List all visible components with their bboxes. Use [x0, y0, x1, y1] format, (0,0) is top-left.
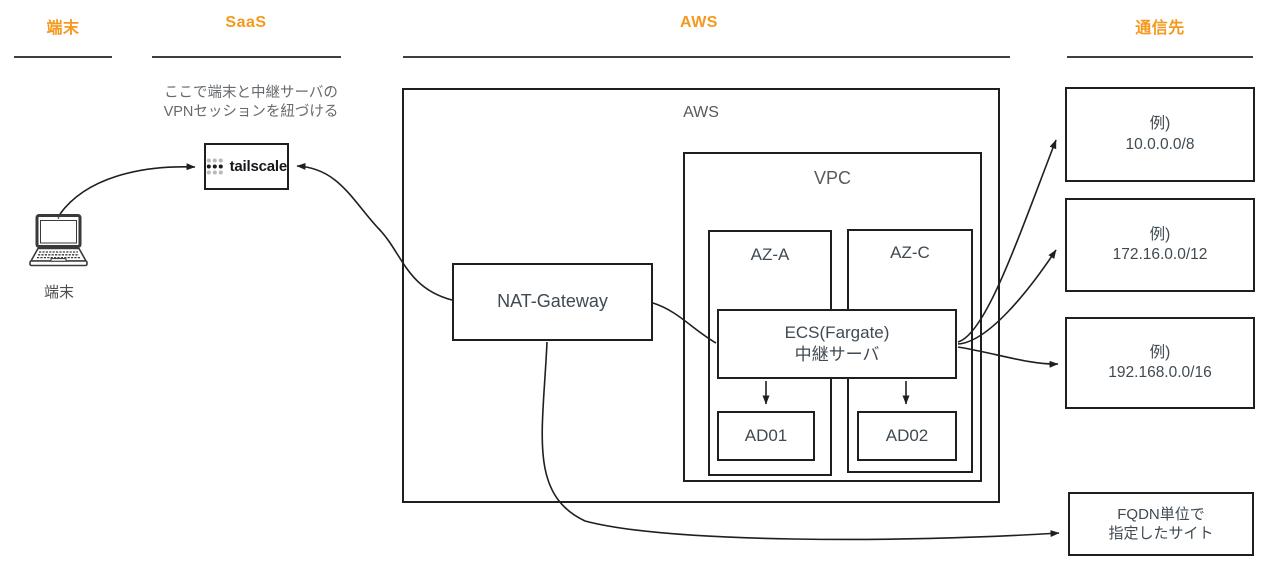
- vpc-frame-label: VPC: [813, 168, 851, 188]
- fqdn-line2: 指定したサイト: [1108, 525, 1214, 542]
- dest1-line2: 10.0.0.0/8: [1125, 135, 1195, 153]
- destination-underline: [1067, 56, 1253, 58]
- note-line-1: ここで端末と中継サーバの: [164, 85, 338, 101]
- dest3-line1: 例): [1149, 343, 1171, 361]
- terminal-underline: [14, 56, 112, 58]
- az-a-label: AZ-A: [750, 245, 790, 264]
- ecs-label-line1: ECS(Fargate): [784, 322, 890, 342]
- fqdn-line1: FQDN単位で: [1117, 505, 1205, 523]
- tailscale-wordmark: tailscale: [229, 158, 288, 175]
- dest2-line2: 172.16.0.0/12: [1112, 246, 1208, 263]
- nat-gateway-label: NAT-Gateway: [497, 291, 608, 312]
- destination-box-192: 例) 192.168.0.0/16: [1065, 317, 1255, 409]
- aws-frame-label: AWS: [683, 104, 719, 121]
- ecs-fargate-node: ECS(Fargate) 中継サーバ: [717, 309, 957, 379]
- nat-gateway-node: NAT-Gateway: [452, 263, 653, 341]
- column-header-destination: 通信先: [1135, 20, 1185, 37]
- saas-underline: [152, 56, 341, 58]
- aws-underline: [403, 56, 1010, 58]
- ad01-node: AD01: [717, 411, 815, 461]
- destination-box-172: 例) 172.16.0.0/12: [1065, 198, 1255, 292]
- note-line-2: VPNセッションを紐づける: [163, 103, 339, 120]
- laptop-icon: [29, 214, 88, 267]
- az-c-label: AZ-C: [890, 243, 930, 262]
- dest3-line2: 192.168.0.0/16: [1108, 364, 1212, 381]
- vpn-session-note: ここで端末と中継サーバの VPNセッションを紐づける: [135, 84, 367, 121]
- fqdn-site-box: FQDN単位で 指定したサイト: [1068, 492, 1254, 556]
- terminal-device-label: 端末: [43, 284, 74, 301]
- ad02-node: AD02: [857, 411, 957, 461]
- tailscale-logo-icon: [206, 158, 223, 175]
- column-header-saas: SaaS: [225, 14, 267, 31]
- ad01-label: AD01: [744, 425, 788, 445]
- ecs-label-line2: 中継サーバ: [794, 345, 880, 364]
- ad02-label: AD02: [885, 425, 929, 445]
- edge-laptop-to-tailscale: [59, 163, 196, 215]
- column-header-aws: AWS: [680, 14, 718, 31]
- dest2-line1: 例): [1149, 225, 1171, 243]
- dest1-line1: 例): [1149, 115, 1171, 133]
- destination-box-10: 例) 10.0.0.0/8: [1065, 87, 1255, 182]
- column-header-terminal: 端末: [46, 20, 80, 37]
- tailscale-node: tailscale: [204, 143, 289, 190]
